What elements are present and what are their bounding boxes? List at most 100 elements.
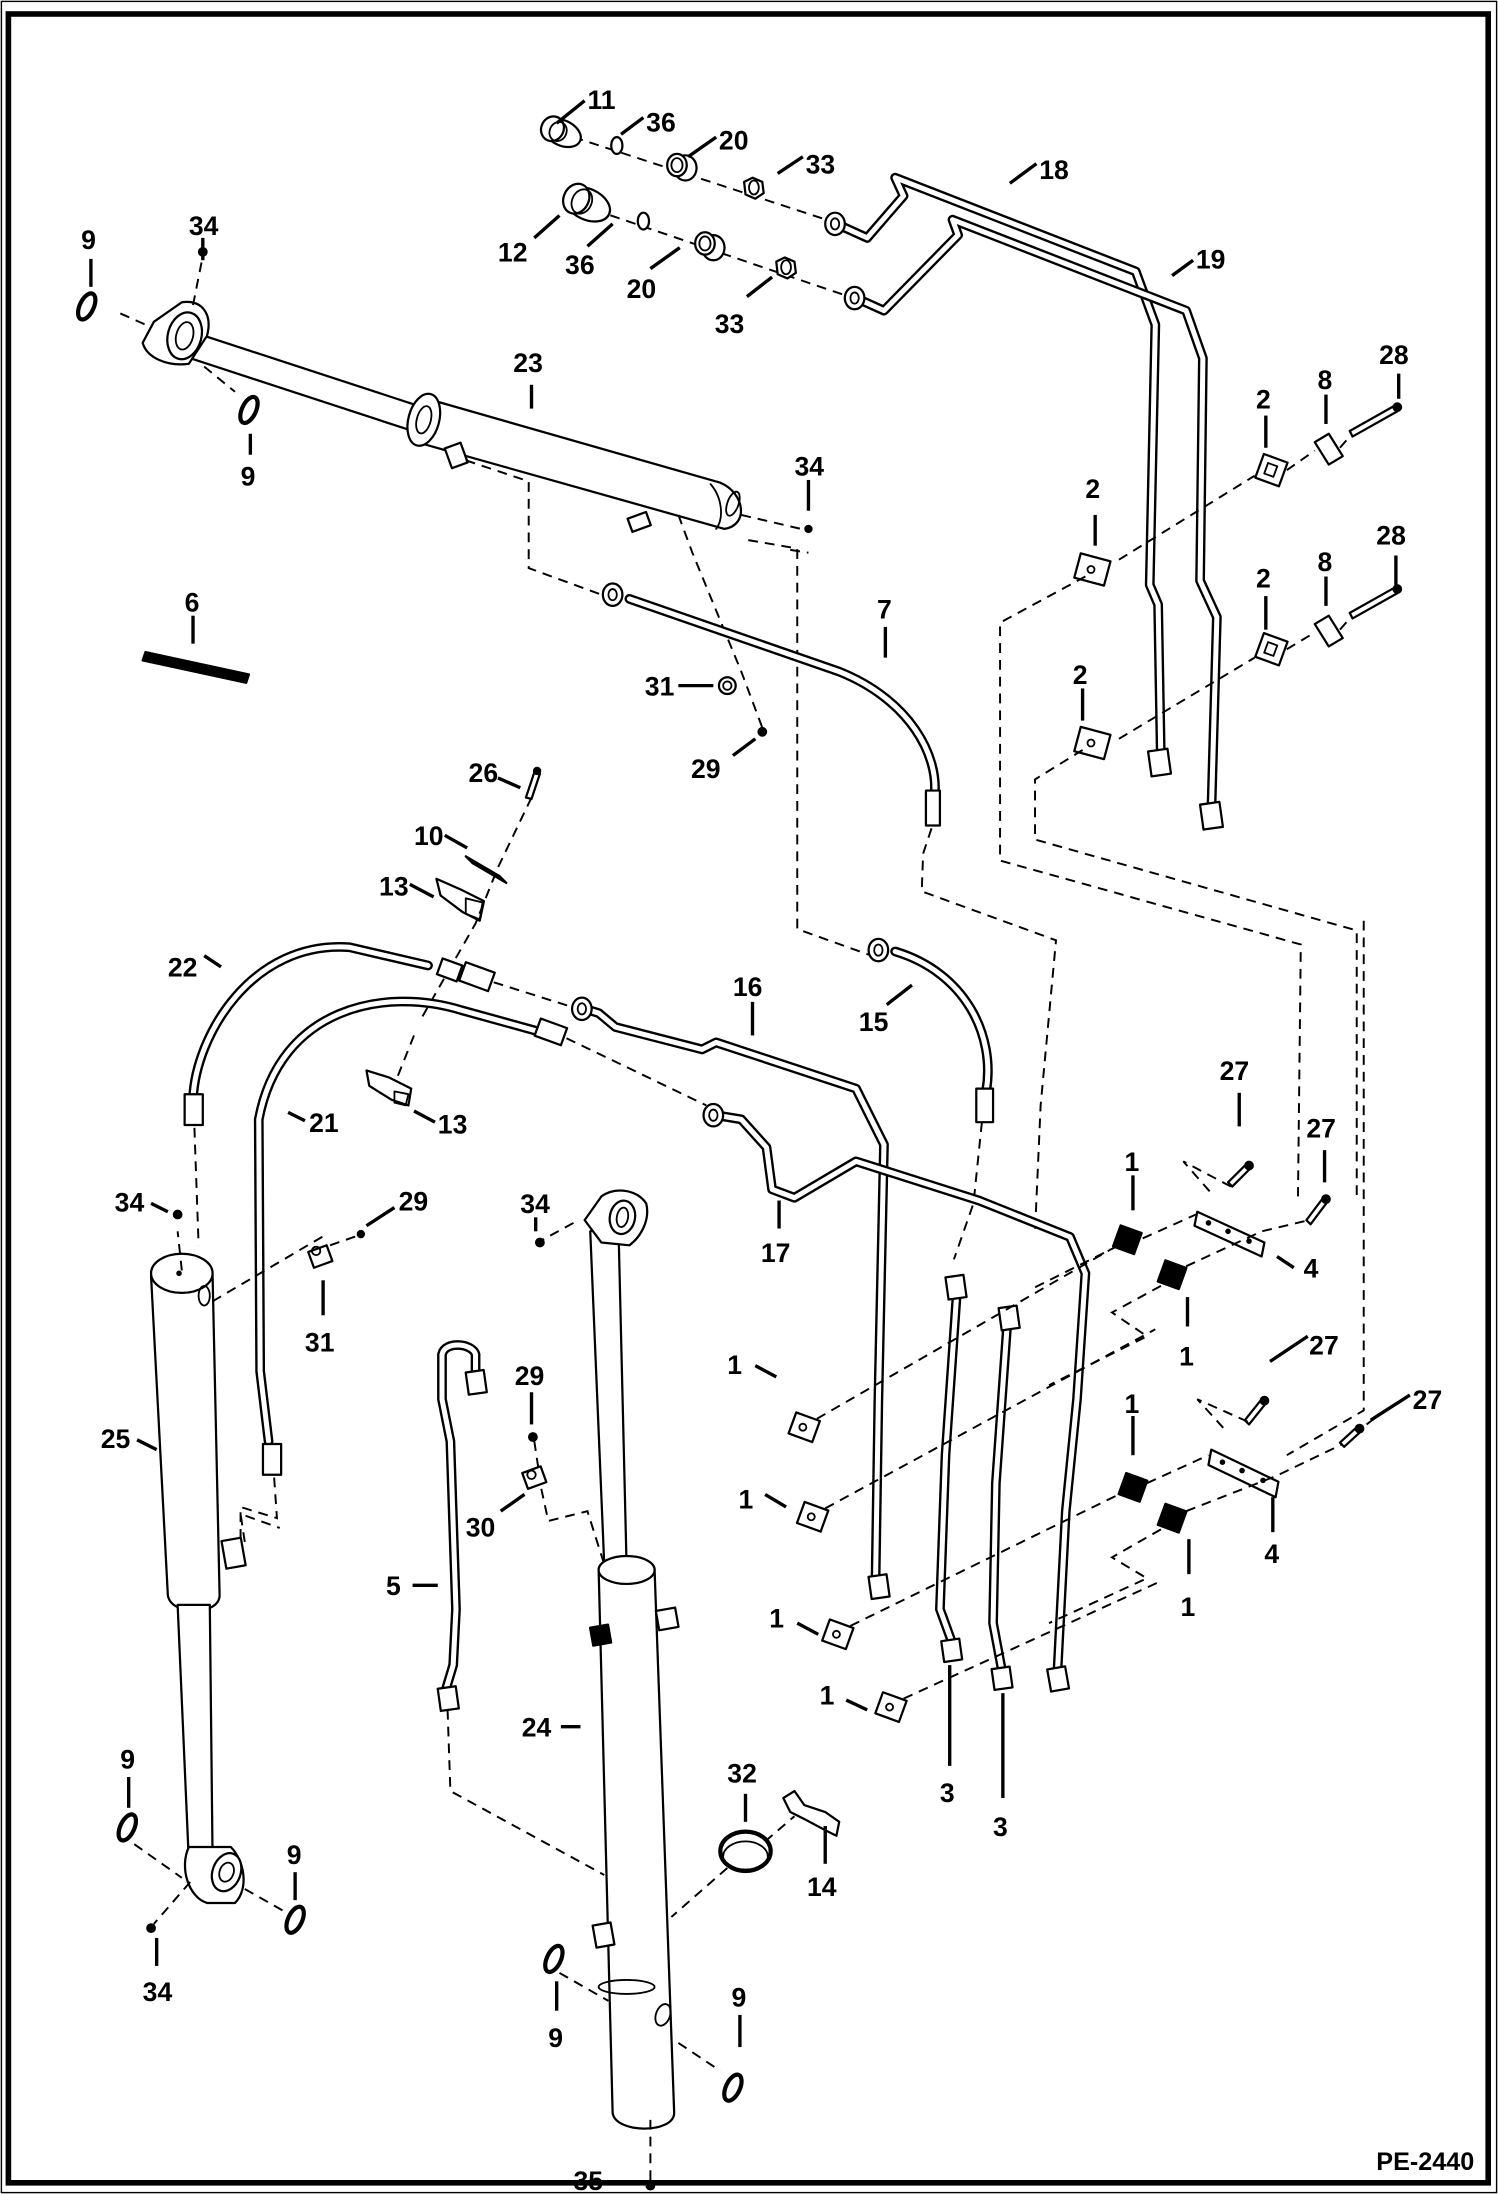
grease-fitting-34 bbox=[172, 1209, 183, 1220]
cylinder-24 bbox=[583, 1189, 680, 2130]
plate-8-upper bbox=[1313, 432, 1344, 466]
bolt-28-lower bbox=[1348, 584, 1403, 620]
callout-14: 14 bbox=[807, 1872, 837, 1902]
callout-34: 34 bbox=[143, 1977, 173, 2007]
callout-9: 9 bbox=[732, 1982, 747, 2012]
callout-4: 4 bbox=[1264, 1539, 1279, 1569]
nut-33 bbox=[742, 176, 765, 200]
clip-1-left-b bbox=[795, 1500, 830, 1533]
callout-27: 27 bbox=[1220, 1056, 1250, 1086]
seal-9 bbox=[722, 2072, 744, 2103]
bolt-29 bbox=[356, 1229, 366, 1239]
callout-9: 9 bbox=[287, 1840, 302, 1870]
callout-29: 29 bbox=[691, 754, 721, 784]
callouts: 11 36 20 33 18 12 36 20 33 19 9 34 9 23 … bbox=[81, 85, 1442, 2194]
steel-line-3-left bbox=[935, 1273, 968, 1664]
fitting-30 bbox=[521, 1465, 548, 1490]
steel-line-5 bbox=[436, 1340, 488, 1713]
callout-1: 1 bbox=[769, 1603, 784, 1633]
clip-2-upper-right bbox=[1254, 452, 1289, 488]
callout-34: 34 bbox=[520, 1189, 550, 1219]
seal-9 bbox=[75, 291, 98, 322]
spacer-10 bbox=[464, 855, 508, 885]
callout-28: 28 bbox=[1376, 520, 1406, 550]
callout-1: 1 bbox=[1180, 1592, 1195, 1622]
clip-2-upper-left bbox=[1073, 552, 1112, 587]
callout-32: 32 bbox=[727, 1759, 757, 1789]
fitting-31-left bbox=[307, 1244, 334, 1269]
bolt-27-a bbox=[1226, 1160, 1254, 1188]
callout-1: 1 bbox=[1125, 1389, 1140, 1419]
plate-4-upper bbox=[1193, 1210, 1266, 1258]
callout-9: 9 bbox=[81, 225, 96, 255]
callout-31: 31 bbox=[305, 1328, 335, 1358]
fitting-11 bbox=[539, 115, 582, 149]
clip-1-left-c bbox=[821, 1618, 855, 1651]
callout-36: 36 bbox=[646, 108, 676, 138]
callout-29: 29 bbox=[399, 1186, 429, 1216]
grease-fitting-34 bbox=[804, 524, 813, 534]
callout-27: 27 bbox=[1309, 1330, 1339, 1360]
callout-3: 3 bbox=[940, 1778, 955, 1808]
callout-27: 27 bbox=[1413, 1385, 1443, 1415]
hose-clamp-32 bbox=[718, 1829, 773, 1874]
callout-17: 17 bbox=[761, 1238, 791, 1268]
callout-25: 25 bbox=[101, 1424, 131, 1454]
clip-1-left-a bbox=[787, 1411, 822, 1444]
callout-9: 9 bbox=[548, 2023, 563, 2053]
cylinder-23 bbox=[141, 300, 742, 533]
seal-9 bbox=[543, 1943, 565, 1975]
clip-2-lower-right bbox=[1254, 631, 1289, 667]
clamp-31 bbox=[717, 676, 737, 696]
callout-8: 8 bbox=[1318, 547, 1333, 577]
callout-2: 2 bbox=[1073, 660, 1088, 690]
fitting-12 bbox=[562, 182, 612, 223]
clip-2-lower-left bbox=[1073, 725, 1112, 761]
clamp-13-lower bbox=[365, 1069, 413, 1107]
callout-11: 11 bbox=[587, 85, 615, 115]
callout-9: 9 bbox=[120, 1745, 135, 1775]
callout-36: 36 bbox=[565, 250, 595, 280]
callout-33: 33 bbox=[806, 150, 836, 180]
callout-4: 4 bbox=[1304, 1253, 1319, 1283]
callout-2: 2 bbox=[1256, 564, 1271, 594]
nut-33 bbox=[775, 256, 797, 280]
callout-26: 26 bbox=[469, 758, 499, 788]
grease-fitting-34 bbox=[535, 1237, 545, 1248]
callout-8: 8 bbox=[1318, 365, 1333, 395]
callout-1: 1 bbox=[739, 1484, 754, 1514]
callout-34: 34 bbox=[115, 1188, 145, 1218]
callout-33: 33 bbox=[715, 309, 745, 339]
callout-20: 20 bbox=[719, 126, 749, 156]
callout-35: 35 bbox=[573, 2166, 603, 2194]
steel-line-17 bbox=[702, 1102, 1091, 1693]
steel-line-19 bbox=[843, 214, 1225, 831]
callout-15: 15 bbox=[859, 1007, 889, 1037]
grease-fitting-34 bbox=[146, 1923, 156, 1934]
hose-22 bbox=[183, 942, 496, 1127]
clip-1-left-d bbox=[874, 1691, 908, 1724]
callout-30: 30 bbox=[466, 1512, 496, 1542]
bolt-29 bbox=[528, 1432, 538, 1442]
pin-6 bbox=[141, 650, 251, 684]
callout-10: 10 bbox=[414, 821, 444, 851]
set-screw-35 bbox=[645, 2180, 656, 2191]
o-ring-36 bbox=[610, 136, 624, 156]
cylinder-25 bbox=[149, 1252, 247, 1905]
callout-1: 1 bbox=[820, 1680, 835, 1710]
callout-1: 1 bbox=[1179, 1342, 1194, 1372]
plate-8-lower bbox=[1313, 614, 1344, 648]
callout-18: 18 bbox=[1039, 155, 1069, 185]
callout-13: 13 bbox=[379, 872, 409, 902]
callout-6: 6 bbox=[185, 587, 200, 617]
steel-line-18 bbox=[824, 172, 1173, 778]
callout-27: 27 bbox=[1306, 1114, 1336, 1144]
callout-34: 34 bbox=[189, 211, 219, 241]
callout-3: 3 bbox=[993, 1812, 1008, 1842]
bolt-29 bbox=[757, 726, 768, 737]
callout-9: 9 bbox=[241, 462, 256, 492]
callout-28: 28 bbox=[1379, 340, 1409, 370]
callout-1: 1 bbox=[1125, 1147, 1140, 1177]
callout-2: 2 bbox=[1085, 474, 1100, 504]
